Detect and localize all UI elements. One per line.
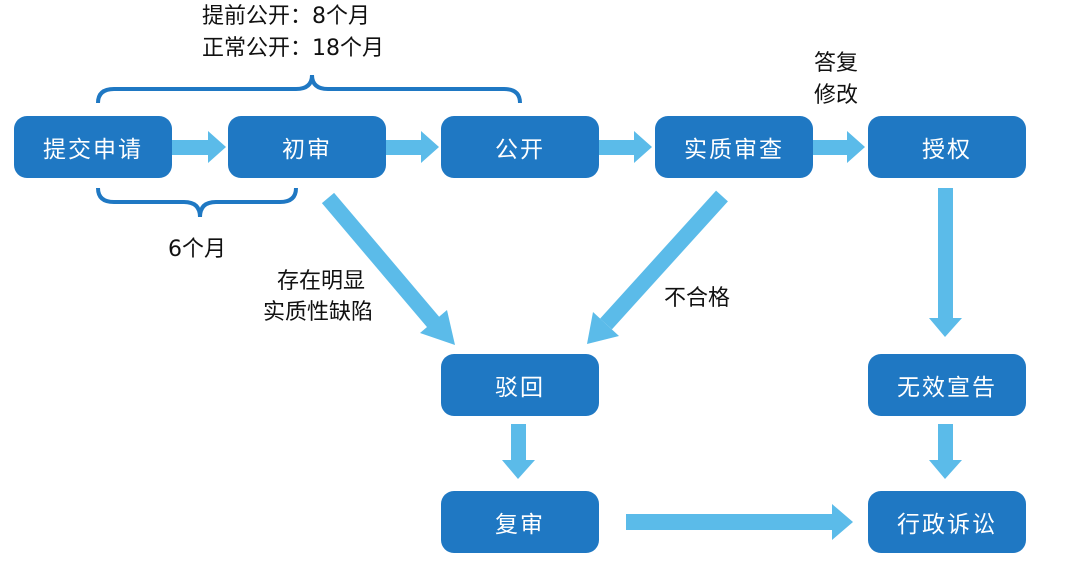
node-publication: 公开 — [441, 116, 599, 178]
arrow-substantive-to-rejection — [587, 190, 728, 344]
label-six-months: 6个月 — [168, 237, 226, 262]
label-response: 答复 — [814, 51, 859, 76]
arrow-reexamination-to-litigation — [626, 504, 853, 540]
node-reexamination: 复审 — [441, 491, 599, 553]
label-amendment: 修改 — [814, 83, 859, 108]
node-invalidation: 无效宣告 — [868, 354, 1026, 416]
arrow-preliminary-to-publication — [385, 131, 439, 163]
arrow-submit-to-preliminary — [172, 131, 226, 163]
node-grant: 授权 — [868, 116, 1026, 178]
label-obvious-defect-line1: 存在明显 — [277, 269, 366, 294]
publication-period-bracket — [96, 74, 522, 104]
node-administrative-litigation: 行政诉讼 — [868, 491, 1026, 553]
arrow-rejection-to-reexamination — [502, 424, 535, 479]
label-unqualified: 不合格 — [664, 286, 731, 311]
label-normal-publication: 正常公开：18个月 — [202, 36, 384, 61]
arrow-publication-to-substantive — [599, 131, 652, 163]
label-early-publication: 提前公开：8个月 — [202, 4, 370, 29]
node-substantive-examination: 实质审查 — [655, 116, 813, 178]
arrow-grant-to-invalidation — [929, 188, 962, 337]
six-month-bracket — [96, 187, 298, 218]
arrow-preliminary-to-rejection — [321, 192, 455, 345]
arrow-invalidation-to-litigation — [929, 424, 962, 479]
node-preliminary-examination: 初审 — [228, 116, 386, 178]
arrow-substantive-to-grant — [813, 131, 865, 163]
node-rejection: 驳回 — [441, 354, 599, 416]
node-submit-application: 提交申请 — [14, 116, 172, 178]
label-obvious-defect-line2: 实质性缺陷 — [263, 300, 374, 325]
